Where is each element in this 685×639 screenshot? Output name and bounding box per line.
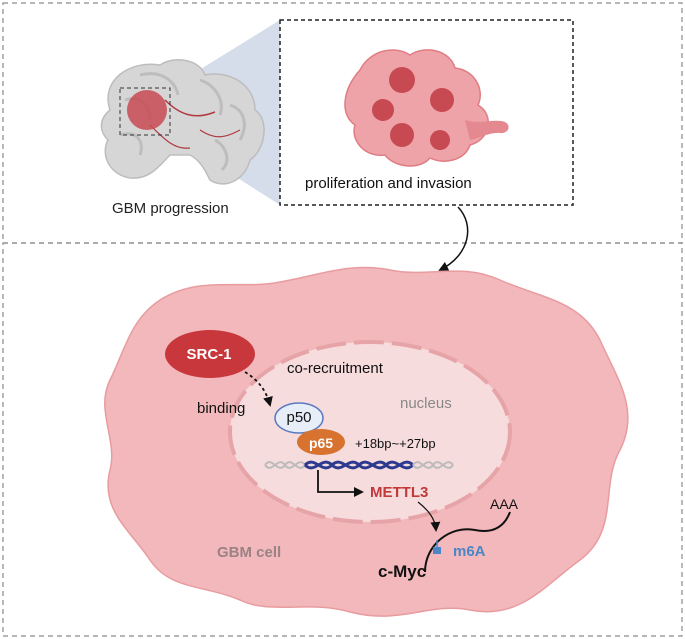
binding-label: binding	[197, 400, 246, 417]
p50-label: p50	[286, 409, 312, 426]
p50-protein	[274, 402, 324, 434]
brain-tumor	[127, 90, 167, 130]
co-recruitment-label: co-recruitment	[287, 360, 383, 377]
p65-label: p65	[308, 435, 334, 451]
p65-protein	[297, 429, 345, 455]
proliferation-label: proliferation and invasion	[305, 175, 472, 192]
m6a-mark	[433, 547, 441, 554]
brain-zoom-box	[119, 87, 171, 136]
mettl3-label: METTL3	[370, 484, 429, 501]
mrna-strand	[424, 511, 511, 573]
gbm-progression-label: GBM progression	[112, 200, 229, 217]
poly-a-tail-label: AAA	[490, 496, 519, 512]
mettl3-to-mrna-arrow	[417, 501, 441, 532]
cmyc-label: c-Myc	[378, 562, 427, 581]
dna-helix-icon	[264, 460, 454, 470]
m6a-label: m6A	[453, 543, 486, 560]
binding-arrow	[244, 371, 273, 407]
gbm-cell-label: GBM cell	[217, 544, 282, 561]
src1-protein	[165, 330, 255, 378]
bottom-panel-border	[2, 242, 683, 637]
src1-label: SRC-1	[186, 346, 232, 363]
tumor-cell-cluster-icon	[344, 49, 509, 167]
box-to-cell-arrow	[438, 206, 469, 271]
nucleus	[228, 340, 512, 524]
bp-range-label: +18bp~+27bp	[355, 436, 436, 451]
nucleus-label: nucleus	[400, 395, 452, 412]
transcription-arrow	[317, 470, 364, 497]
